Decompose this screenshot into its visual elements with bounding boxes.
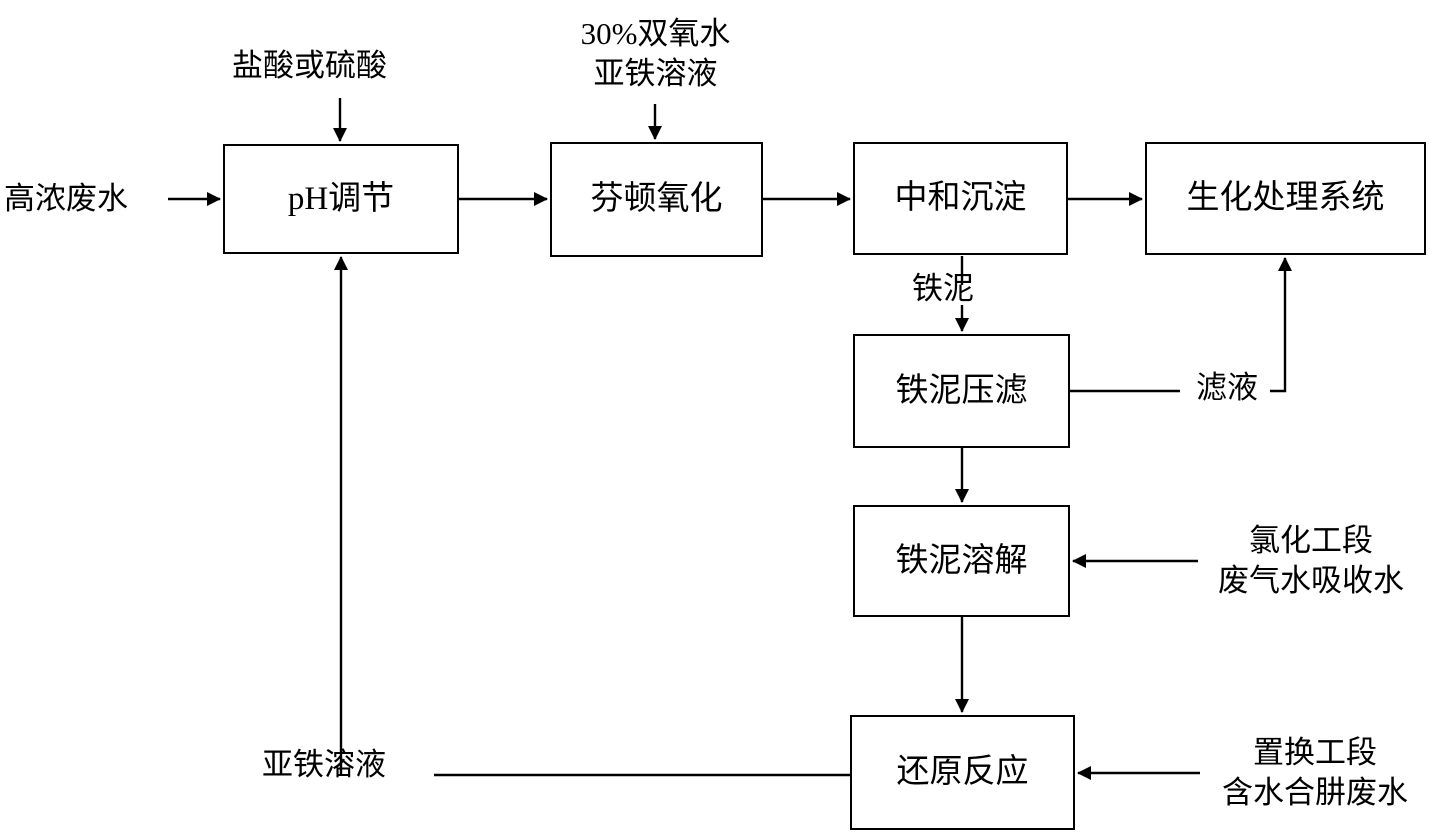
label-line: 高浓废水 xyxy=(4,181,128,216)
node-label: 中和沉淀 xyxy=(894,180,1027,217)
node-label: 铁泥溶解 xyxy=(895,542,1028,579)
label-filtrate: 滤液 xyxy=(1196,370,1258,406)
label-line-1: 氯化工段 xyxy=(1249,523,1373,558)
label-line: 亚铁溶液 xyxy=(262,747,386,782)
node-label: 生化处理系统 xyxy=(1186,180,1385,217)
node-label: 芬顿氧化 xyxy=(590,181,723,218)
label-line-2: 含水合肼废水 xyxy=(1222,774,1408,810)
label-ferrous-solution-recycle: 亚铁溶液 xyxy=(262,747,386,783)
node-label: pH调节 xyxy=(287,180,395,217)
node-ph-adjust[interactable]: pH调节 xyxy=(223,144,459,254)
node-reduction-reaction[interactable]: 还原反应 xyxy=(850,715,1075,830)
label-iron-sludge: 铁泥 xyxy=(912,271,974,307)
node-iron-sludge-filter-press[interactable]: 铁泥压滤 xyxy=(853,334,1070,448)
node-label: 铁泥压滤 xyxy=(895,372,1028,409)
label-acid-feed: 盐酸或硫酸 xyxy=(232,48,387,84)
label-peroxide-ferrous-feed: 30%双氧水 亚铁溶液 xyxy=(548,14,763,93)
node-iron-sludge-dissolution[interactable]: 铁泥溶解 xyxy=(853,505,1070,617)
node-biochemical-treatment-system[interactable]: 生化处理系统 xyxy=(1145,142,1426,255)
label-line-1: 置换工段 xyxy=(1253,735,1377,770)
label-line: 滤液 xyxy=(1196,370,1258,405)
label-line-2: 亚铁溶液 xyxy=(593,55,718,91)
label-line: 铁泥 xyxy=(912,271,974,306)
node-label: 还原反应 xyxy=(896,754,1029,791)
label-chlorination-offgas-absorption-water: 氯化工段 废气水吸收水 xyxy=(1218,521,1404,600)
label-influent: 高浓废水 xyxy=(4,181,128,217)
connector-press-to-biochem-2 xyxy=(1270,257,1292,393)
label-line-1: 30%双氧水 xyxy=(580,16,731,51)
node-neutralization-precipitation[interactable]: 中和沉淀 xyxy=(853,142,1068,255)
label-line-2: 废气水吸收水 xyxy=(1218,562,1404,598)
label-hydrazine-wastewater: 置换工段 含水合肼废水 xyxy=(1222,733,1408,812)
node-fenton-oxidation[interactable]: 芬顿氧化 xyxy=(550,142,763,257)
label-line: 盐酸或硫酸 xyxy=(232,48,387,83)
